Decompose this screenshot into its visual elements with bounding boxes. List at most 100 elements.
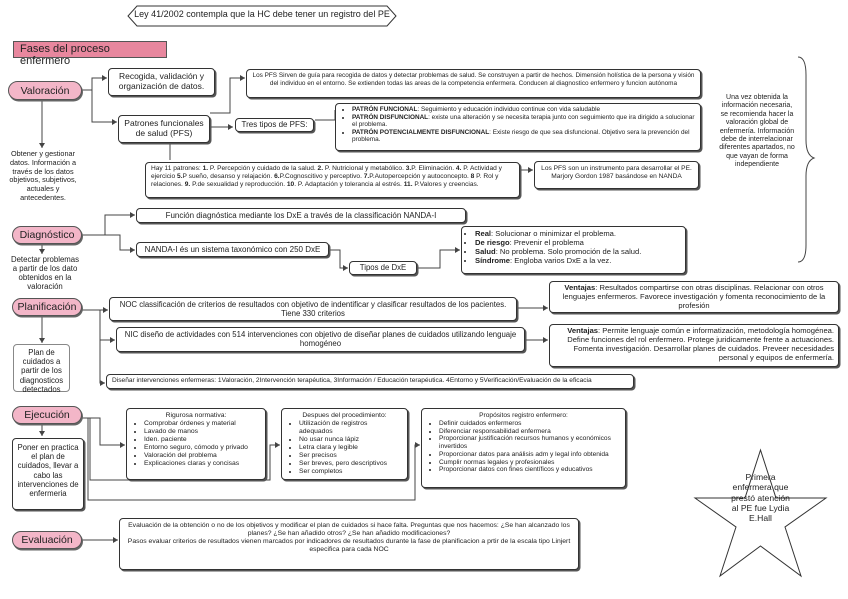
propositos-item: Definir cuidados enfermeros xyxy=(439,420,620,428)
patrones-intro: Hay 11 patrones: xyxy=(151,165,203,172)
patrones-text: Hay 11 patrones: 1. P. Percepción y cuid… xyxy=(151,165,502,188)
patron-text: P. Actividad y ejercicio xyxy=(151,165,502,180)
propositos-item: Proporcionar datos para análisis adm y l… xyxy=(439,451,620,459)
page-title: Fases del proceso enfermero xyxy=(13,41,167,67)
patron-text: P. Percepción y cuidado de la salud. xyxy=(208,165,318,172)
tipo-pfs-item-text: : existe una alteración y se necesita te… xyxy=(352,113,695,129)
phase-valoracion: Valoración xyxy=(8,81,82,100)
noc-ventajas-text: : Resultados compartirse con otras disci… xyxy=(562,283,826,310)
evaluacion-box: Evaluación de la obtención o no de los o… xyxy=(119,518,579,570)
tipo-dxe-item: Real: Solucionar o minimizar el problema… xyxy=(475,229,680,239)
patron-number: 10 xyxy=(286,180,295,188)
rigurosa-title: Rigurosa normativa: xyxy=(165,412,227,419)
rigurosa-item: Entorno seguro, cómodo y privado xyxy=(144,444,260,452)
tipo-dxe-item: Salud: No problema. Solo promoción de la… xyxy=(475,246,680,257)
patron-text: P.Cognoscitivo y perceptivo. xyxy=(279,172,364,180)
patrones-box: Hay 11 patrones: 1. P. Percepción y cuid… xyxy=(145,162,520,198)
tipos-dxe-list: Real: Solucionar o minimizar el problema… xyxy=(467,229,680,266)
patron-text: P. Rol y relaciones. xyxy=(151,172,499,188)
patron-number: 9. xyxy=(184,180,191,188)
tres-tipos-box: Tres tipos de PFS: xyxy=(235,118,314,132)
nanda-box: NANDA-I és un sistema taxonómico con 250… xyxy=(136,242,329,257)
nic-ventajas-box: Ventajas: Permite lenguaje común e infor… xyxy=(549,324,839,367)
rigurosa-item: Valoración del problema xyxy=(144,452,260,460)
nic-box: NIC diseño de actividades con 514 interv… xyxy=(116,327,525,352)
funcion-diagnostica-box: Función diagnóstica mediante los DxE a t… xyxy=(136,208,466,223)
tipo-dxe-item: De riesgo: Prevenir el problema xyxy=(475,237,680,248)
propositos-list: Definir cuidados enfermerosDiferenciar r… xyxy=(427,420,620,474)
rigurosa-item: Comprobar órdenes y material xyxy=(144,420,260,428)
despues-item: Letra clara y legible xyxy=(299,444,402,452)
valoracion-description: Obtener y gestionar datos. Información a… xyxy=(9,149,77,202)
patron-number: 4. xyxy=(455,165,462,172)
planificacion-description: Plan de cuidados a partir de los diagnos… xyxy=(13,344,70,394)
patron-number: 7. xyxy=(363,172,370,180)
tipo-dxe-item-text: : Solucionar o minimizar el problema. xyxy=(491,229,616,238)
patron-number: 8 xyxy=(470,172,475,180)
propositos-box: Propósitos registro enfermero: Definir c… xyxy=(421,408,626,488)
phase-ejecucion: Ejecución xyxy=(12,406,82,424)
banner-text: Ley 41/2002 contempla que la HC debe ten… xyxy=(134,9,390,19)
patron-text: P.Autopercepción y autoconcepto. xyxy=(369,172,471,180)
tipo-dxe-item-text: : Engloba varios DxE a la vez. xyxy=(510,255,612,265)
despues-list: Utilización de registros adequadosNo usa… xyxy=(287,420,402,476)
tipo-pfs-item: PATRÓN FUNCIONAL: Seguimiento y educació… xyxy=(352,106,696,114)
phase-evaluacion: Evaluación xyxy=(12,531,82,549)
star-note: Primera enfermera que prestó atención al… xyxy=(731,472,790,524)
disenar-box: Diseñar intervenciones enfermeras: 1Valo… xyxy=(106,374,634,389)
patron-number: 1. xyxy=(202,165,209,172)
tipo-pfs-item-text: : Seguimiento y educación individuo cont… xyxy=(417,106,601,113)
tipo-pfs-item: PATRÓN POTENCIALMENTE DISFUNCIONAL: Exis… xyxy=(352,129,696,144)
nic-ventajas-text: : Permite lenguaje común e informatizaci… xyxy=(567,326,834,362)
rigurosa-item: Explicaciones claras y concisas xyxy=(144,460,260,468)
patron-number: 3. xyxy=(405,165,412,172)
despues-item: Utilización de registros adequados xyxy=(299,420,402,436)
nic-ventajas-label: Ventajas xyxy=(567,326,599,335)
rigurosa-box: Rigurosa normativa: Comprobar órdenes y … xyxy=(126,408,266,480)
despues-title: Despues del procedimiento: xyxy=(302,412,387,419)
patron-text: P. Eliminación. xyxy=(411,165,456,172)
patron-number: 11. xyxy=(403,180,413,188)
patron-text: P. Nutricional y metabólico. xyxy=(323,165,406,172)
tipo-pfs-item-term: PATRÓN POTENCIALMENTE DISFUNCIONAL xyxy=(352,128,490,136)
patron-text: P sueño, desanso y relajación. xyxy=(182,172,275,180)
gordon-box: Los PFS son un instrumento para desarrol… xyxy=(534,161,699,189)
despues-box: Despues del procedimiento: Utilización d… xyxy=(281,408,408,480)
tipos-pfs-list: PATRÓN FUNCIONAL: Seguimiento y educació… xyxy=(340,106,696,144)
propositos-item: Proporcionar justificación recursos huma… xyxy=(439,435,620,451)
patron-text: . P. Adaptación y tolerancia al estrés. xyxy=(294,180,404,188)
tipos-dxe-list-box: Real: Solucionar o minimizar el problema… xyxy=(461,226,686,274)
tipo-dxe-item-term: Real xyxy=(475,229,492,238)
patron-text: P.de sexualidad y reproducción. xyxy=(190,180,287,188)
pfs-info-box: Los PFS Sirven de guía para recogida de … xyxy=(246,69,701,98)
tipos-dxe-box: Tipos de DxE xyxy=(349,261,417,275)
evaluacion-text-2: Pasos evaluar criterios de resultados vi… xyxy=(127,538,571,554)
tipo-dxe-item-text: : No problema. Solo promoción de la salu… xyxy=(495,246,642,256)
rigurosa-list: Comprobar órdenes y materialLavado de ma… xyxy=(132,420,260,468)
star-shape xyxy=(693,448,828,578)
tipo-pfs-item-text: : Existe riesgo de que sea disfuncional.… xyxy=(352,128,690,144)
ejecucion-description: Poner en practica el plan de cuidados, l… xyxy=(12,438,84,510)
noc-box: NOC classificación de criterios de resul… xyxy=(109,297,517,321)
rigurosa-item: Lavado de manos xyxy=(144,428,260,436)
despues-item: Ser precisos xyxy=(299,452,402,460)
noc-ventajas-box: Ventajas: Resultados compartirse con otr… xyxy=(549,281,839,313)
propositos-title: Propósitos registro enfermero: xyxy=(479,412,568,419)
pfs-box: Patrones funcionales de salud (PFS) xyxy=(118,115,210,143)
tipo-dxe-item-text: : Prevenir el problema xyxy=(509,237,584,247)
tipos-pfs-box: PATRÓN FUNCIONAL: Seguimiento y educació… xyxy=(335,103,701,151)
tipo-dxe-item-term: Salud xyxy=(475,246,496,256)
phase-planificacion: Planificación xyxy=(12,298,82,316)
propositos-item: Cumplir normas legales y profesionales xyxy=(439,459,620,467)
noc-ventajas-label: Ventajas xyxy=(564,283,596,292)
phase-diagnostico: Diagnóstico xyxy=(12,226,82,244)
tipo-dxe-item: Síndrome: Engloba varios DxE a la vez. xyxy=(475,255,680,266)
tipo-dxe-item-term: Síndrome xyxy=(475,255,511,265)
patron-number: 5. xyxy=(177,172,183,180)
patron-number: 2. xyxy=(317,165,324,172)
propositos-item: Diferenciar responsabilidad enfermera xyxy=(439,428,620,436)
tipo-pfs-item: PATRÓN DISFUNCIONAL: existe una alteraci… xyxy=(352,114,696,129)
despues-item: Ser completos xyxy=(299,468,402,476)
propositos-item: Proporcionar datos con fines científicos… xyxy=(439,466,620,474)
diagnostico-description: Detectar problemas a partir de los dato … xyxy=(10,255,80,291)
